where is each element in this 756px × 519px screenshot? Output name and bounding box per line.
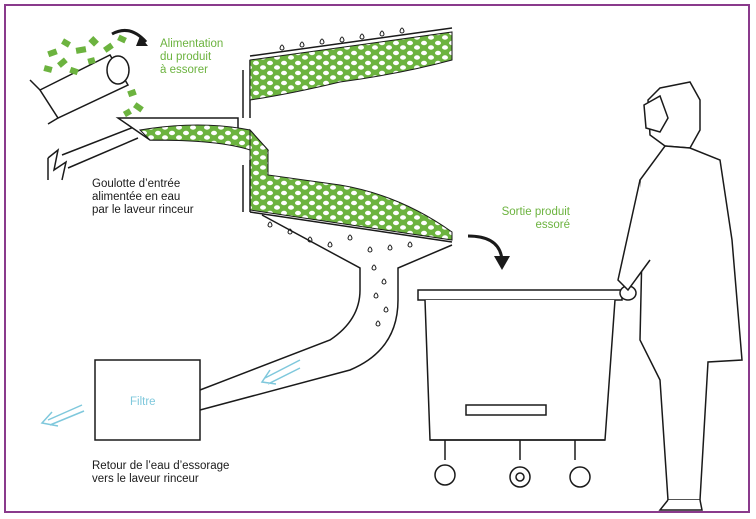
upper-screen-deck <box>242 27 453 118</box>
drain-pipe <box>199 289 399 411</box>
lower-screen-deck <box>242 128 453 243</box>
filter-box <box>94 359 201 441</box>
exit-arrow <box>467 234 510 270</box>
water-droplets <box>267 27 413 327</box>
drain-hopper <box>261 214 453 300</box>
chute-label: Goulotte d’entrée alimentée en eau par l… <box>92 178 194 216</box>
feed-label: Alimentation du produit à essorer <box>160 38 224 76</box>
collection-cart <box>417 285 637 488</box>
water-inlet-pipe <box>47 126 139 181</box>
worker-figure <box>617 81 743 511</box>
feed-arrow <box>111 28 148 46</box>
exit-label: Sortie produit essoré <box>501 206 570 231</box>
inlet-chute <box>115 117 270 151</box>
feed-conveyor <box>29 54 130 125</box>
product-chips <box>43 34 144 118</box>
diagram-frame <box>4 4 750 513</box>
filter-label: Filtre <box>130 396 156 408</box>
water-return-label: Retour de l’eau d’essorage vers le laveu… <box>92 460 230 485</box>
water-return-arrows <box>40 359 301 427</box>
